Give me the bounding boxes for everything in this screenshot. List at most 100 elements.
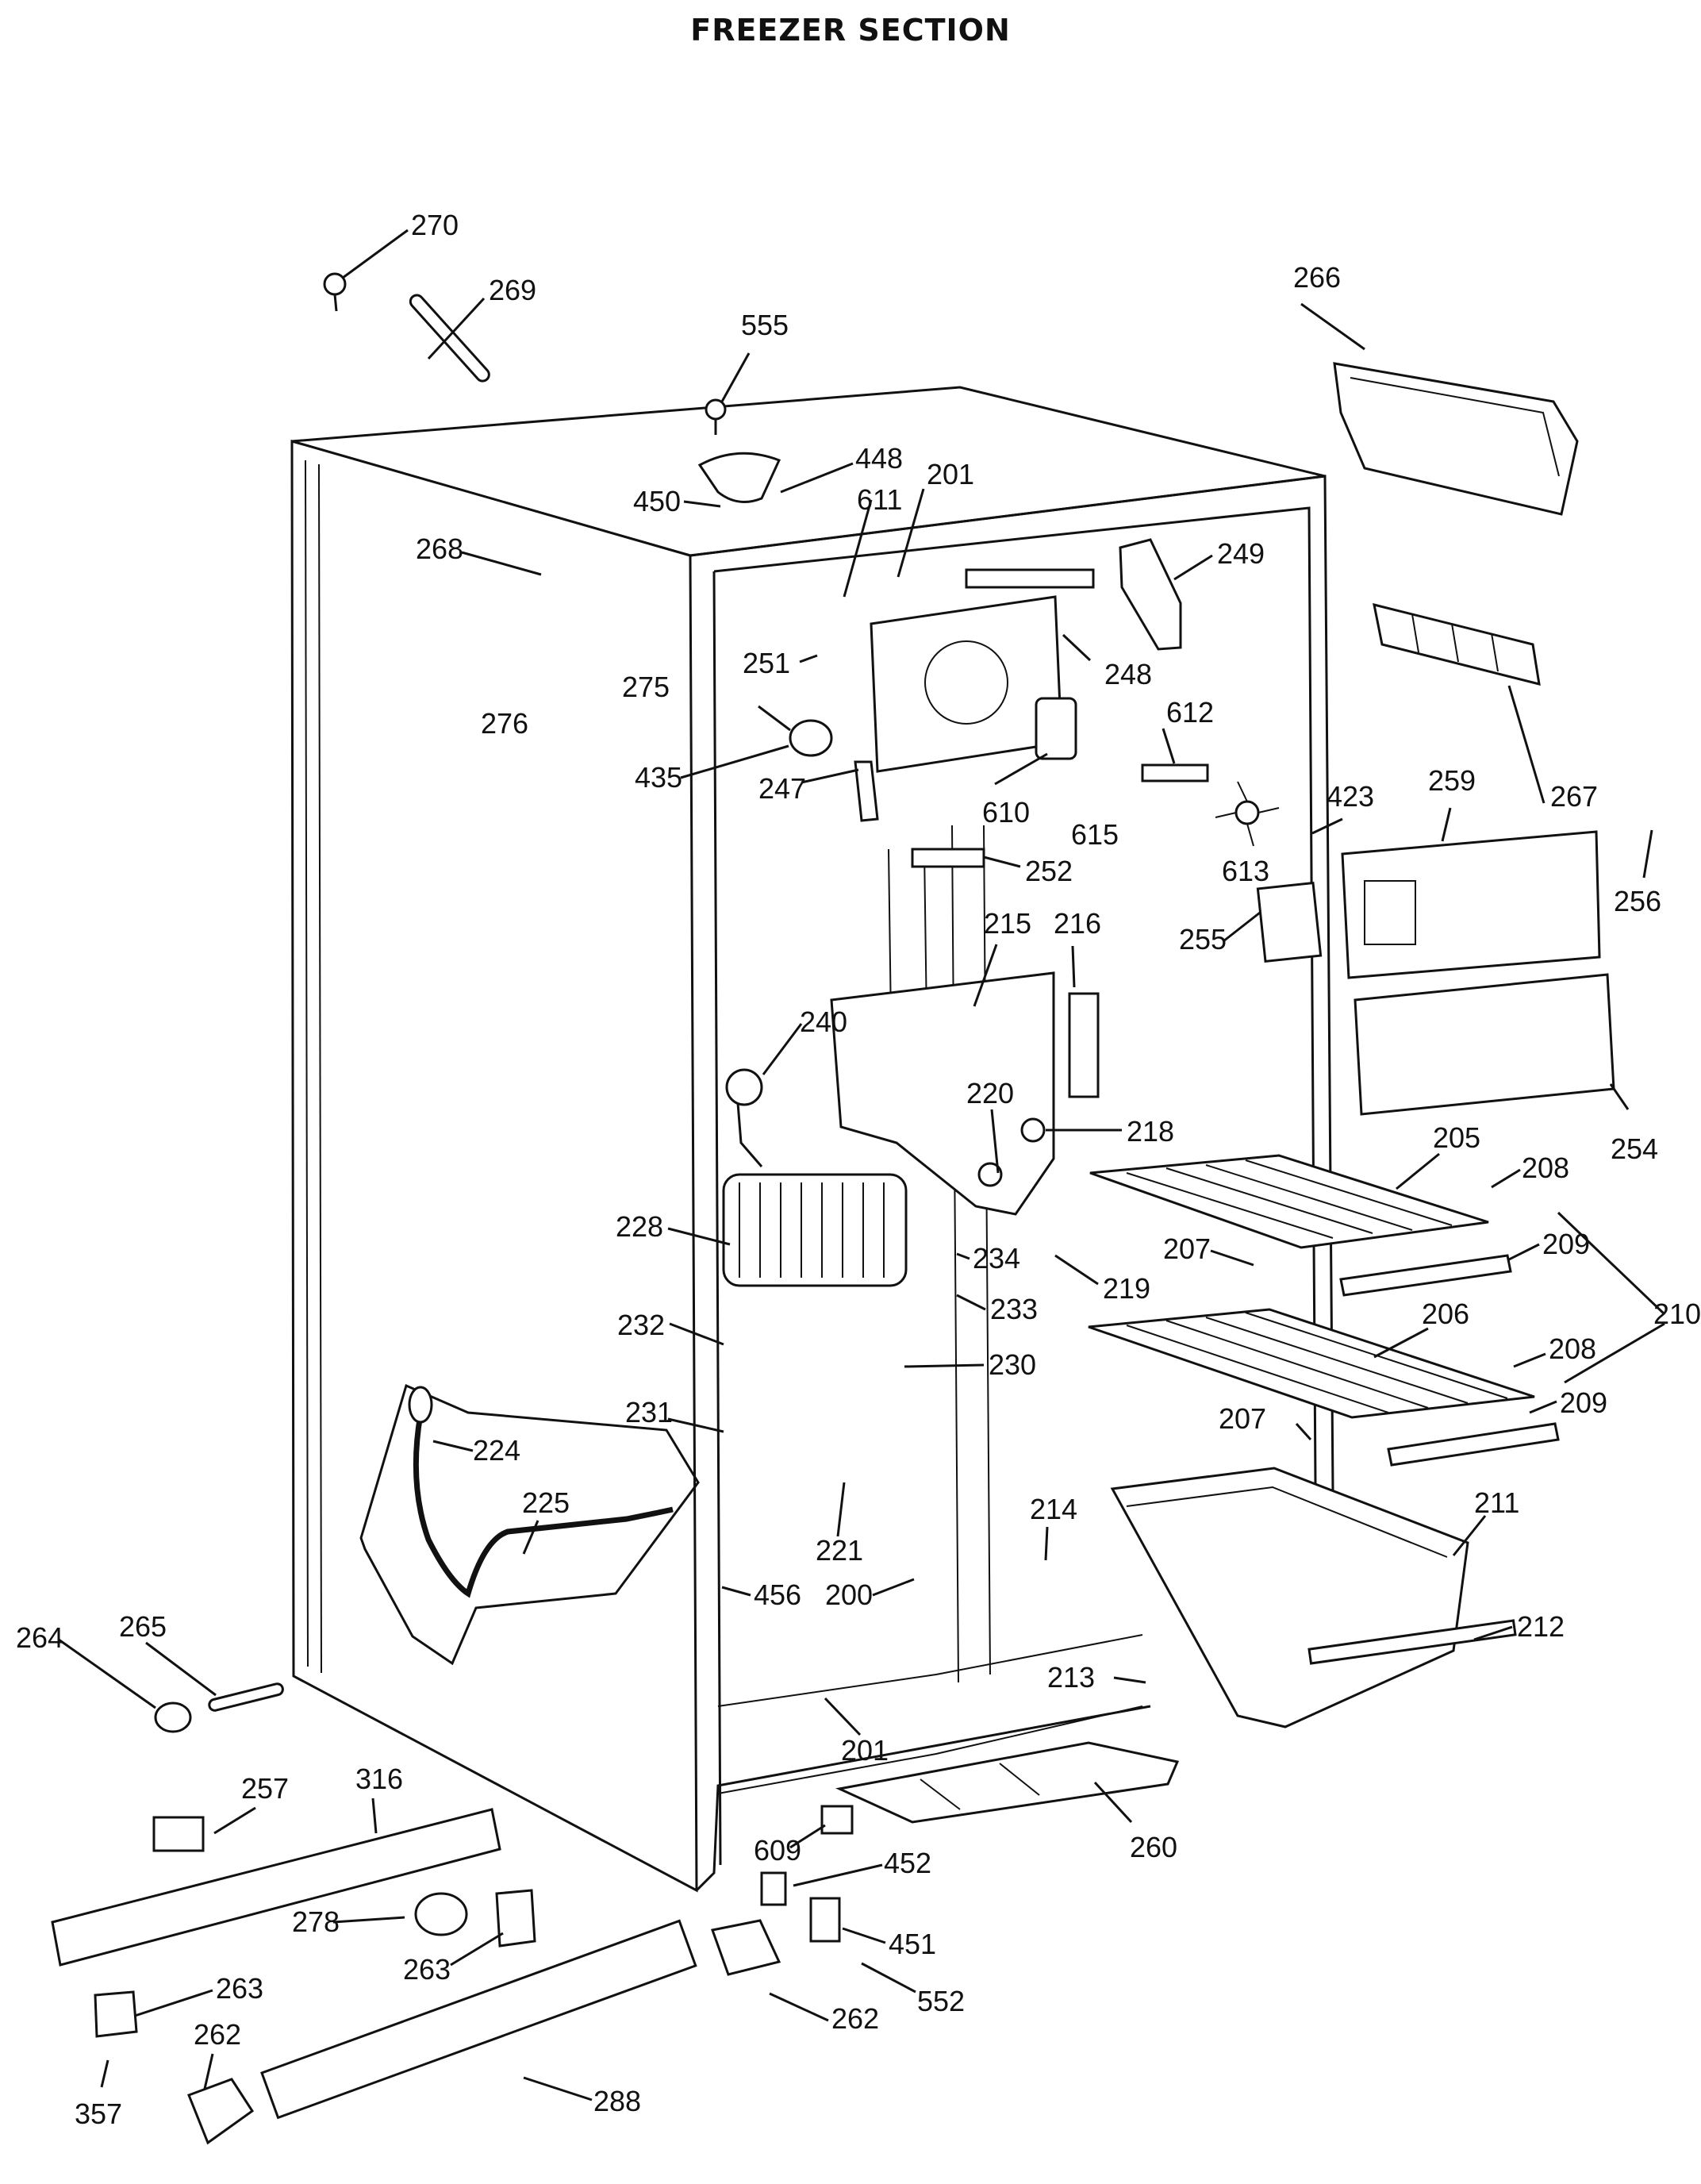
part-612-bracket [1141,763,1209,782]
callout-288: 288 [593,2085,641,2117]
callout-357: 357 [75,2097,122,2130]
callout-234: 234 [973,1242,1020,1275]
part-555-screw [705,398,727,435]
part-240-thermostat [725,1068,763,1167]
part-212-handle [1307,1619,1517,1665]
callout-435: 435 [635,761,682,794]
part-248-bracket [965,568,1095,589]
part-451-bracket [809,1897,841,1943]
callout-216: 216 [1054,907,1101,940]
callout-labels: 270 269 555 266 448 201 450 611 268 249 … [16,209,1701,2130]
callout-230: 230 [989,1348,1036,1381]
callout-209: 209 [1542,1228,1590,1260]
part-613-fan [1215,781,1280,847]
callout-612: 612 [1166,696,1214,729]
part-215-shield [830,971,1055,1216]
callout-450: 450 [633,485,681,517]
callout-264: 264 [16,1621,63,1654]
callout-254: 254 [1611,1132,1658,1165]
part-260-tray [835,1741,1180,1824]
part-254-panel [1354,973,1615,1116]
leader-lines [58,229,1666,2101]
callout-249: 249 [1217,537,1265,570]
callout-207: 207 [1163,1232,1211,1265]
part-609-block [820,1805,854,1835]
part-266-bin [1333,362,1579,516]
part-209-rail-b [1387,1422,1560,1467]
callout-263: 263 [216,1972,263,2005]
part-228-condenser-coil [722,1173,908,1287]
callout-613: 613 [1222,855,1269,887]
part-269-rod [409,294,490,383]
callout-200: 200 [825,1578,873,1611]
part-209-rail-a [1339,1254,1512,1297]
part-448-448-housing [697,452,781,503]
part-263-bracket-b [495,1889,536,1948]
callout-219: 219 [1103,1272,1150,1305]
part-252-bracket [911,848,985,868]
callout-211: 211 [1474,1486,1519,1519]
part-264-plug [154,1701,192,1733]
callout-214: 214 [1030,1493,1077,1525]
callout-251: 251 [743,647,790,679]
callout-615: 615 [1071,818,1119,851]
callout-207: 207 [1219,1402,1266,1435]
cabinet-body [290,386,1334,1893]
callout-208: 208 [1522,1152,1569,1184]
callout-255: 255 [1179,923,1227,956]
callout-213: 213 [1047,1661,1095,1694]
callout-609: 609 [754,1834,801,1867]
callout-267: 267 [1550,780,1598,813]
callout-448: 448 [855,442,903,475]
callout-257: 257 [241,1772,289,1805]
part-255-gasket [1256,881,1323,963]
callout-611: 611 [857,483,902,516]
callout-228: 228 [616,1210,663,1243]
callout-247: 247 [758,772,806,805]
callout-278: 278 [292,1905,340,1938]
part-211-drawer [1110,1467,1469,1728]
callout-233: 233 [990,1293,1038,1325]
diagram-title: FREEZER SECTION [690,13,1011,48]
callout-232: 232 [617,1309,665,1341]
callout-555: 555 [741,309,789,341]
part-265-pin [208,1682,284,1712]
callout-270: 270 [411,209,459,241]
part-267-ice-tray [1373,602,1541,686]
part-452-plate [760,1871,787,1906]
callout-260: 260 [1130,1831,1177,1863]
callout-452: 452 [884,1847,931,1879]
part-206-shelf [1088,1308,1535,1419]
callout-262: 262 [194,2018,241,2051]
part-316-rail [51,1808,501,1967]
part-435-light [758,705,833,757]
callout-552: 552 [917,1985,965,2017]
callout-248: 248 [1104,658,1152,690]
part-216-channel [1068,992,1100,1098]
callout-263: 263 [403,1953,451,1986]
callout-265: 265 [119,1610,167,1643]
part-evaporator-cover-248 [854,595,1063,822]
callout-266: 266 [1293,261,1341,294]
part-257-block [152,1816,205,1852]
callout-276: 276 [481,707,528,740]
part-259-panel [1341,830,1601,979]
callout-209: 209 [1560,1386,1607,1419]
part-610-motor [1035,697,1077,760]
callout-269: 269 [489,274,536,306]
callout-225: 225 [522,1486,570,1519]
callout-201: 201 [927,458,974,490]
part-249-bracket [1119,538,1182,651]
callout-262: 262 [831,2002,879,2035]
callout-210: 210 [1653,1298,1701,1330]
callout-201: 201 [841,1734,889,1767]
part-205-shelf [1089,1154,1489,1249]
callout-456: 456 [754,1578,801,1611]
callout-215: 215 [984,907,1031,940]
part-270-screw [323,272,347,312]
callout-240: 240 [800,1005,847,1038]
callout-256: 256 [1614,885,1661,917]
part-288-grille [260,1919,697,2120]
callout-206: 206 [1422,1298,1469,1330]
